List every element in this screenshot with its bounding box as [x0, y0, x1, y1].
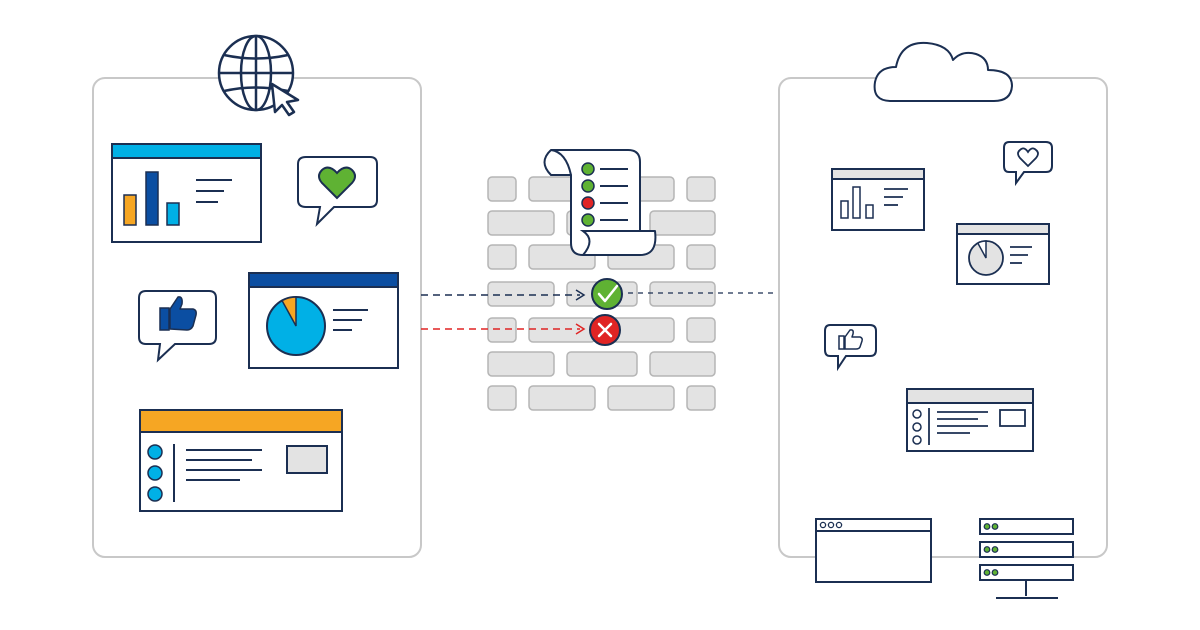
pie-slice	[976, 240, 987, 259]
blocked-traffic-path	[421, 323, 586, 335]
policy-rule-allow-dot	[581, 213, 595, 227]
list-window-icon	[906, 388, 1034, 452]
browser-window-icon	[815, 518, 932, 583]
check-circle-icon	[591, 278, 623, 310]
bar-chart-window-icon	[111, 143, 262, 243]
cloud-panel	[778, 77, 1108, 558]
pie-chart-window-icon	[956, 223, 1050, 285]
pie-slice	[281, 296, 297, 327]
policy-rule-allow-dot	[581, 179, 595, 193]
policy-rule-allow-dot	[581, 162, 595, 176]
policy-rule-deny-dot	[581, 196, 595, 210]
bar-chart-window-icon	[831, 168, 925, 231]
thumbs-up-speech-bubble-icon	[824, 324, 877, 372]
x-circle-icon	[589, 314, 621, 346]
list-window-icon	[139, 409, 343, 512]
thumbs-up-speech-bubble-icon	[138, 290, 217, 363]
heart-speech-bubble-icon	[297, 156, 378, 227]
heart-speech-bubble-icon	[1003, 141, 1053, 187]
policy-scroll-icon	[543, 149, 657, 256]
server-rack-icon	[979, 518, 1074, 599]
firewall-wall	[487, 176, 716, 411]
globe-cursor-icon	[217, 34, 300, 117]
cloud-icon	[873, 41, 1013, 102]
pie-chart-window-icon	[248, 272, 399, 369]
